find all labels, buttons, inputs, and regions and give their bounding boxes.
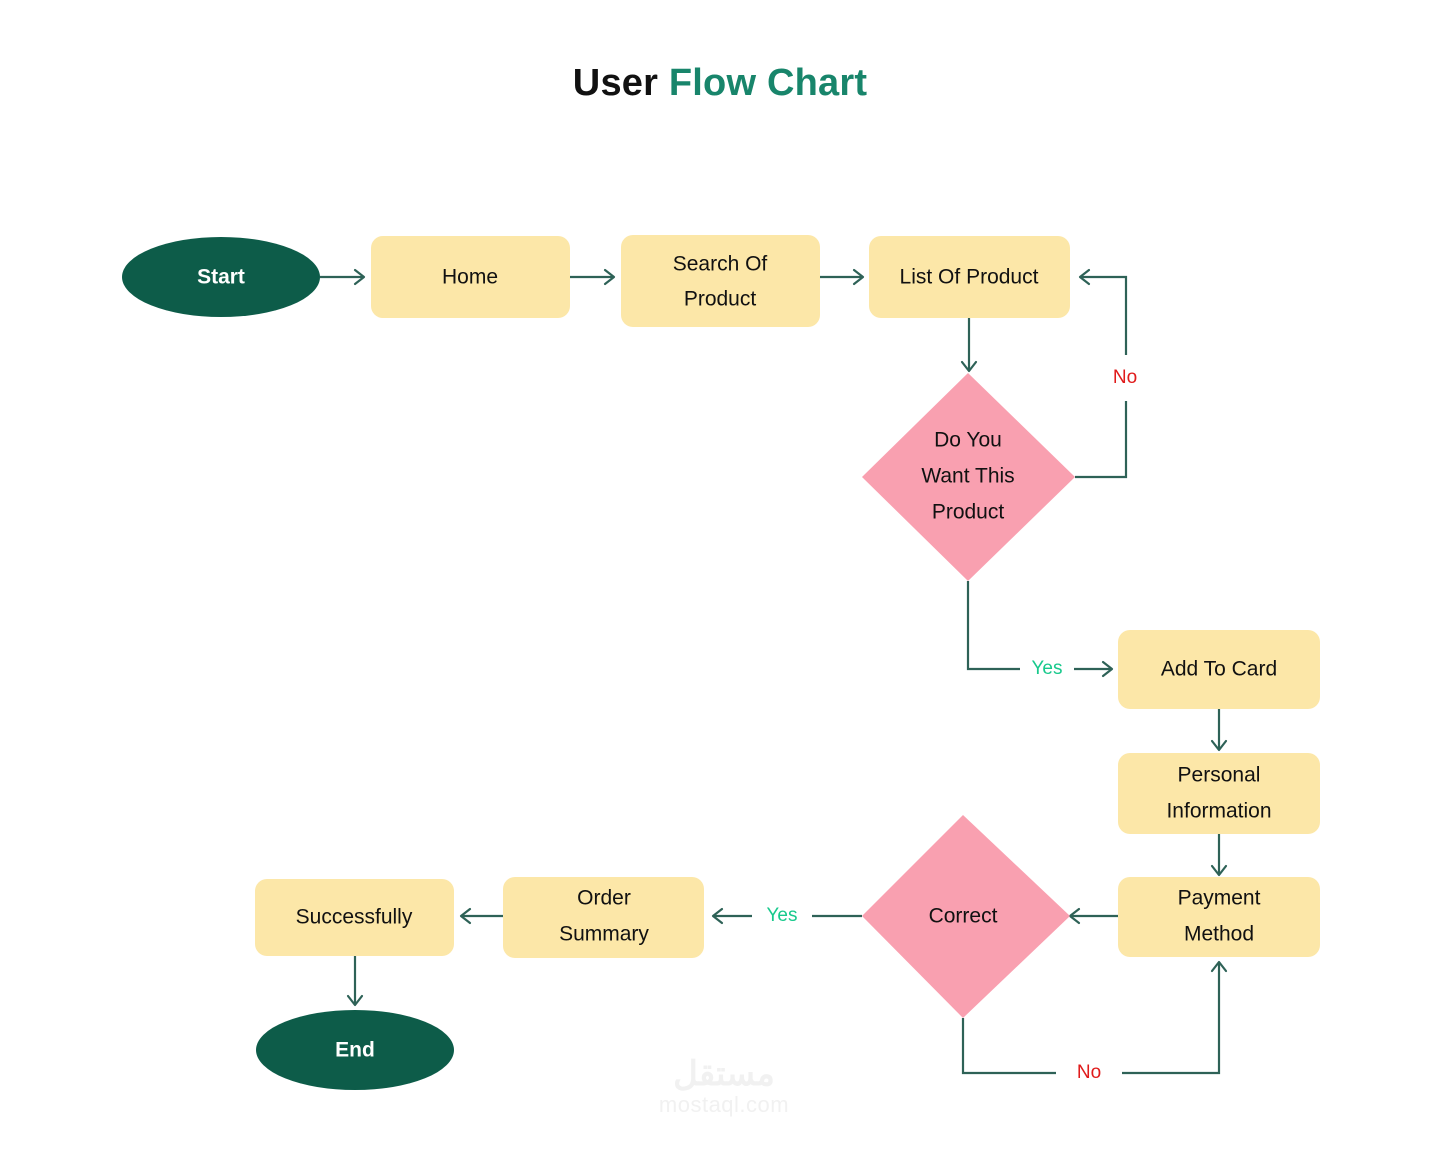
- node-personal-information[interactable]: Personal Information: [1118, 753, 1320, 834]
- node-order-summary-label-line1: Order: [577, 887, 631, 910]
- node-list-of-product[interactable]: List Of Product: [869, 236, 1070, 318]
- edge-addcard-personal: [1210, 709, 1228, 752]
- node-start-label: Start: [197, 266, 245, 289]
- node-successfully-label: Successfully: [296, 906, 413, 929]
- node-decision-want-product-label-line1: Do You: [934, 429, 1002, 452]
- edge-search-list: [820, 268, 865, 286]
- node-decision-want-product-label-line3: Product: [932, 501, 1005, 524]
- node-start[interactable]: Start: [122, 237, 320, 317]
- edge-home-search: [570, 268, 616, 286]
- edge-correct-payment-no: [961, 960, 1228, 1075]
- node-decision-want-product-label-line2: Want This: [921, 465, 1014, 488]
- node-search-of-product-label-line1: Search Of: [673, 253, 768, 276]
- node-decision-want-product[interactable]: Do You Want This Product: [862, 373, 1075, 581]
- edge-want-list-no: [1075, 268, 1128, 479]
- edge-want-addcard-yes: [966, 581, 1114, 678]
- node-payment-method-label-line1: Payment: [1178, 887, 1261, 910]
- node-payment-method-label-line2: Method: [1184, 923, 1254, 946]
- node-add-to-card[interactable]: Add To Card: [1118, 630, 1320, 709]
- edge-label-yes-addcard: Yes: [1032, 658, 1063, 679]
- node-decision-correct[interactable]: Correct: [862, 815, 1070, 1018]
- connectors: [320, 268, 1228, 1075]
- node-successfully[interactable]: Successfully: [255, 879, 454, 956]
- edge-success-end: [346, 956, 364, 1007]
- page-title: User Flow Chart: [0, 62, 1440, 105]
- edge-label-no-top: No: [1113, 367, 1137, 388]
- edge-correct-summary-yes: [711, 907, 862, 925]
- node-order-summary-label-line2: Summary: [559, 923, 649, 946]
- node-decision-correct-label: Correct: [929, 905, 998, 928]
- edge-start-home: [320, 268, 366, 286]
- edge-personal-payment: [1210, 834, 1228, 877]
- node-order-summary[interactable]: Order Summary: [503, 877, 704, 958]
- node-home-label: Home: [442, 266, 498, 289]
- node-personal-information-label-line1: Personal: [1178, 764, 1261, 787]
- edge-label-yes-summary: Yes: [767, 905, 798, 926]
- node-search-of-product-label-line2: Product: [684, 288, 757, 311]
- node-personal-information-label-line2: Information: [1166, 800, 1271, 823]
- page-title-part1: User: [572, 62, 669, 104]
- edge-summary-success: [459, 907, 503, 925]
- node-search-of-product[interactable]: Search Of Product: [621, 235, 820, 327]
- node-home[interactable]: Home: [371, 236, 570, 318]
- page-title-part2: Flow Chart: [668, 62, 868, 104]
- node-end-label: End: [335, 1039, 375, 1062]
- node-add-to-card-label: Add To Card: [1161, 658, 1277, 681]
- node-payment-method[interactable]: Payment Method: [1118, 877, 1320, 957]
- edge-payment-correct: [1068, 907, 1118, 925]
- node-end[interactable]: End: [256, 1010, 454, 1090]
- edge-label-no-bottom: No: [1077, 1062, 1101, 1083]
- edge-list-want: [960, 318, 978, 373]
- node-list-of-product-label: List Of Product: [900, 266, 1039, 289]
